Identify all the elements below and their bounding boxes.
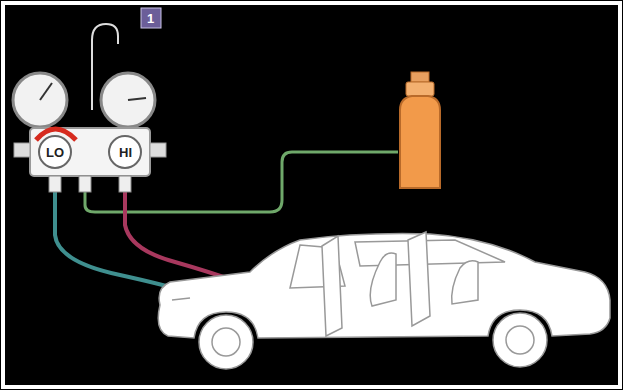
front-hub <box>212 328 240 356</box>
gauge-needle <box>40 83 52 100</box>
center-fitting <box>79 176 91 192</box>
refrigerant-can <box>400 96 440 188</box>
hi-port-dial <box>109 136 141 168</box>
frame <box>3 3 620 387</box>
rear-seat <box>452 261 478 304</box>
car <box>158 232 610 369</box>
low-pressure-gauge <box>13 73 67 127</box>
port-label: HI <box>119 146 132 159</box>
headlight <box>172 298 190 300</box>
rear-hub <box>506 326 534 354</box>
high-side-hose <box>125 192 238 282</box>
low-side-hose <box>55 192 188 292</box>
callout-box <box>141 8 161 28</box>
high-fitting <box>119 176 131 192</box>
high-pressure-gauge <box>101 73 155 127</box>
gauge-needle <box>128 98 146 100</box>
can-valve <box>411 72 429 82</box>
callout-number: 1 <box>147 12 154 25</box>
port-label: LO <box>46 146 64 159</box>
can-tap <box>406 82 434 96</box>
rear-door-open <box>408 232 430 326</box>
manifold-body <box>30 128 150 176</box>
rear-wheel <box>493 313 547 367</box>
front-door-open <box>322 236 342 336</box>
high-valve-knob <box>150 143 166 157</box>
low-valve-knob <box>14 143 30 157</box>
front-seat <box>370 253 396 306</box>
side-window <box>355 240 505 266</box>
front-wheel <box>199 315 253 369</box>
lo-port-dial <box>39 136 71 168</box>
low-fitting <box>49 176 61 192</box>
